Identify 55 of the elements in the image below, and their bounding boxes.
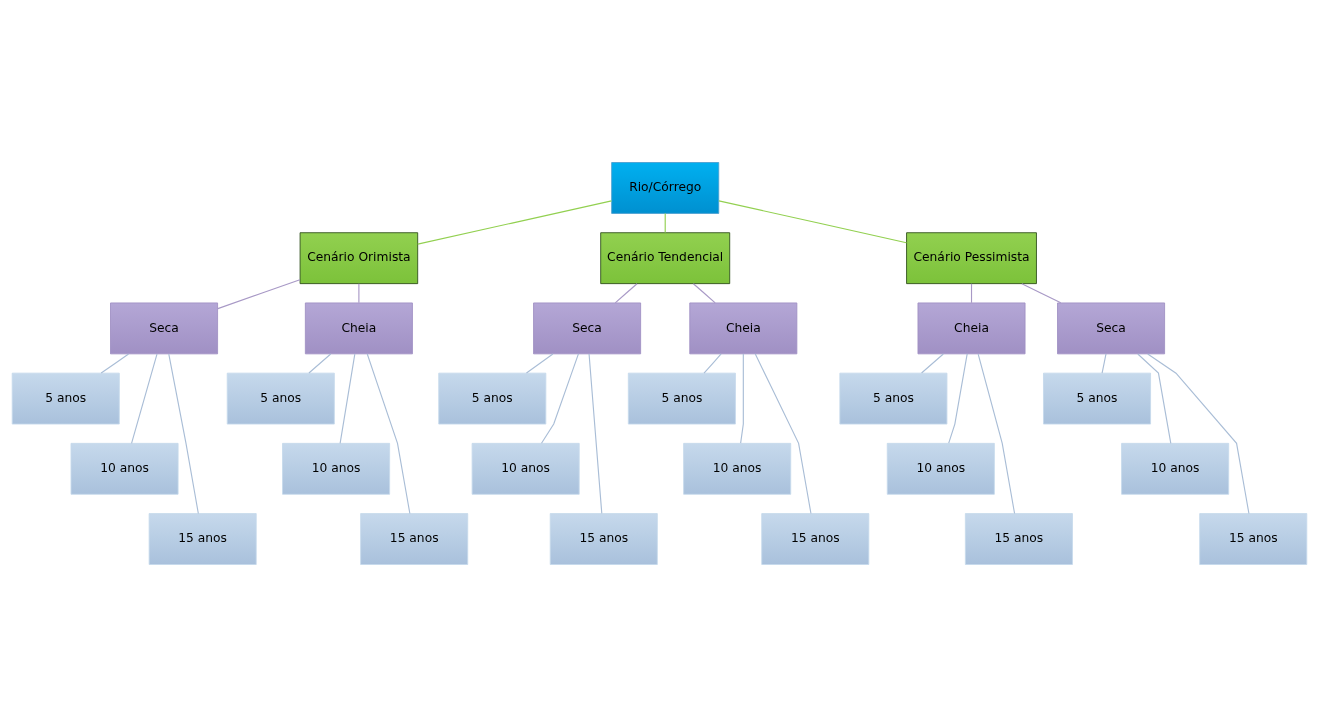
connector bbox=[540, 353, 579, 444]
node-box: 15 anos bbox=[1199, 513, 1308, 565]
connector bbox=[970, 283, 973, 304]
node-box: Rio/Córrego bbox=[611, 162, 720, 214]
connector bbox=[308, 353, 332, 374]
node-box: Seca bbox=[110, 302, 219, 355]
connector bbox=[358, 283, 360, 304]
node-box: 15 anos bbox=[761, 513, 870, 565]
connector bbox=[588, 353, 603, 514]
node-box: 5 anos bbox=[438, 372, 547, 425]
connector bbox=[664, 213, 666, 234]
connector bbox=[692, 283, 716, 304]
node-box: 10 anos bbox=[282, 442, 391, 495]
node-box: Cenário Pessimista bbox=[906, 232, 1037, 285]
connector bbox=[100, 353, 130, 374]
connector bbox=[417, 200, 613, 245]
node-box: 10 anos bbox=[471, 442, 580, 495]
connector bbox=[614, 283, 638, 304]
node-box: 5 anos bbox=[11, 372, 120, 425]
node-box: 5 anos bbox=[627, 372, 736, 425]
node-box: 10 anos bbox=[70, 442, 179, 495]
connector bbox=[339, 353, 356, 444]
node-box: 15 anos bbox=[148, 513, 257, 565]
connector bbox=[1021, 283, 1062, 304]
node-box: 15 anos bbox=[360, 513, 469, 565]
connector bbox=[1101, 353, 1107, 374]
connector bbox=[740, 353, 744, 444]
node-box: Seca bbox=[1057, 302, 1166, 355]
node-box: Cenário Tendencial bbox=[600, 232, 731, 285]
connector bbox=[366, 353, 411, 515]
node-box: 10 anos bbox=[1121, 442, 1230, 495]
connector bbox=[1147, 353, 1250, 515]
node-box: 10 anos bbox=[683, 442, 792, 495]
connector bbox=[131, 353, 158, 444]
node-box: 5 anos bbox=[839, 372, 948, 425]
node-box: Cheia bbox=[917, 302, 1026, 355]
connector bbox=[921, 353, 944, 374]
node-box: 15 anos bbox=[964, 513, 1073, 565]
connector bbox=[754, 353, 812, 515]
node-box: Cheia bbox=[689, 302, 798, 355]
connector bbox=[948, 353, 968, 444]
node-box: Seca bbox=[533, 302, 642, 355]
connector bbox=[703, 353, 722, 374]
connector bbox=[168, 353, 199, 515]
node-box: 5 anos bbox=[226, 372, 335, 425]
connector bbox=[977, 353, 1016, 515]
node-box: 15 anos bbox=[549, 513, 658, 565]
node-box: 5 anos bbox=[1043, 372, 1151, 425]
node-box: Cheia bbox=[304, 302, 413, 355]
node-box: 10 anos bbox=[886, 442, 995, 495]
connector bbox=[525, 353, 554, 374]
connector bbox=[1137, 353, 1172, 444]
connector bbox=[217, 279, 301, 310]
node-box: Cenário Orimista bbox=[299, 232, 419, 285]
connector bbox=[718, 200, 907, 244]
